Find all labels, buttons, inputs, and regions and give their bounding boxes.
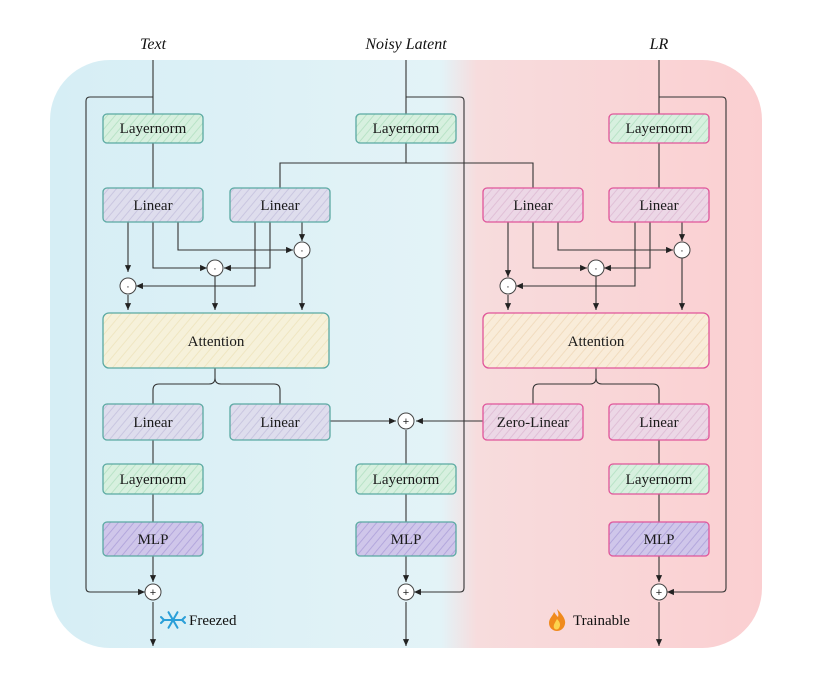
background-panel [50, 60, 762, 648]
noisy-linear-out-block: Linear [229, 403, 331, 441]
title-lr: LR [649, 36, 669, 53]
dot-operator: · [587, 259, 605, 277]
lr-mlp-label: MLP [644, 532, 675, 548]
svg-text:·: · [213, 263, 217, 275]
trainable-legend: Trainable [549, 609, 630, 631]
svg-text:·: · [506, 281, 510, 293]
noisy-layernorm-label: Layernorm [373, 121, 440, 137]
noisy-layernorm-bottom-label: Layernorm [373, 472, 440, 488]
left-attention-block: Attention [102, 312, 330, 369]
dot-operator: · [673, 241, 691, 259]
zero-linear-label: Zero-Linear [497, 415, 569, 431]
lr-layernorm-bottom-block: Layernorm [608, 463, 710, 495]
right-attention-label: Attention [568, 334, 625, 350]
trainable-label: Trainable [573, 613, 630, 629]
noisy-mlp-label: MLP [391, 532, 422, 548]
lr-linear-out-label: Linear [639, 415, 678, 431]
dot-operator: · [119, 277, 137, 295]
text-layernorm-block: Layernorm [102, 113, 204, 144]
plus-operator: + [397, 583, 415, 601]
lr-linear-label: Linear [639, 198, 678, 214]
text-layernorm-bottom-block: Layernorm [102, 463, 204, 495]
dot-operator: · [499, 277, 517, 295]
lr-layernorm-bottom-label: Layernorm [626, 472, 693, 488]
lr-mlp-block: MLP [608, 521, 710, 557]
svg-text:+: + [150, 587, 156, 599]
plus-operator: + [397, 412, 415, 430]
lr-layernorm-block: Layernorm [608, 113, 710, 144]
text-mlp-block: MLP [102, 521, 204, 557]
noisy-layernorm-block: Layernorm [355, 113, 457, 144]
noisy-linear-left-label: Linear [260, 198, 299, 214]
zero-linear-block: Zero-Linear [482, 403, 584, 441]
title-noisy-latent: Noisy Latent [364, 36, 447, 53]
noisy-mlp-block: MLP [355, 521, 457, 557]
title-text: Text [140, 36, 167, 53]
right-attention-block: Attention [482, 312, 710, 369]
svg-text:·: · [680, 245, 684, 257]
text-linear-label: Linear [133, 198, 172, 214]
dot-operator: · [293, 241, 311, 259]
lr-layernorm-label: Layernorm [626, 121, 693, 137]
text-layernorm-label: Layernorm [120, 121, 187, 137]
text-layernorm-bottom-label: Layernorm [120, 472, 187, 488]
noisy-layernorm-bottom-block: Layernorm [355, 463, 457, 495]
text-linear-out-block: Linear [102, 403, 204, 441]
svg-text:+: + [656, 587, 662, 599]
text-mlp-label: MLP [138, 532, 169, 548]
fire-icon [549, 609, 566, 631]
svg-text:·: · [594, 263, 598, 275]
lr-linear-out-block: Linear [608, 403, 710, 441]
noisy-linear-out-label: Linear [260, 415, 299, 431]
svg-text:+: + [403, 416, 409, 428]
snowflake-icon [160, 611, 186, 629]
noisy-linear-right-label: Linear [513, 198, 552, 214]
plus-operator: + [144, 583, 162, 601]
dot-operator: · [206, 259, 224, 277]
noisy-linear-left-block: Linear [229, 187, 331, 223]
noisy-linear-right-block: Linear [482, 187, 584, 223]
svg-text:·: · [126, 281, 130, 293]
plus-operator: + [650, 583, 668, 601]
svg-text:·: · [300, 245, 304, 257]
freezed-legend: Freezed [160, 611, 237, 629]
text-linear-block: Linear [102, 187, 204, 223]
text-linear-out-label: Linear [133, 415, 172, 431]
svg-text:+: + [403, 587, 409, 599]
freezed-label: Freezed [189, 613, 237, 629]
left-attention-label: Attention [188, 334, 245, 350]
lr-linear-block: Linear [608, 187, 710, 223]
connections [85, 60, 727, 646]
